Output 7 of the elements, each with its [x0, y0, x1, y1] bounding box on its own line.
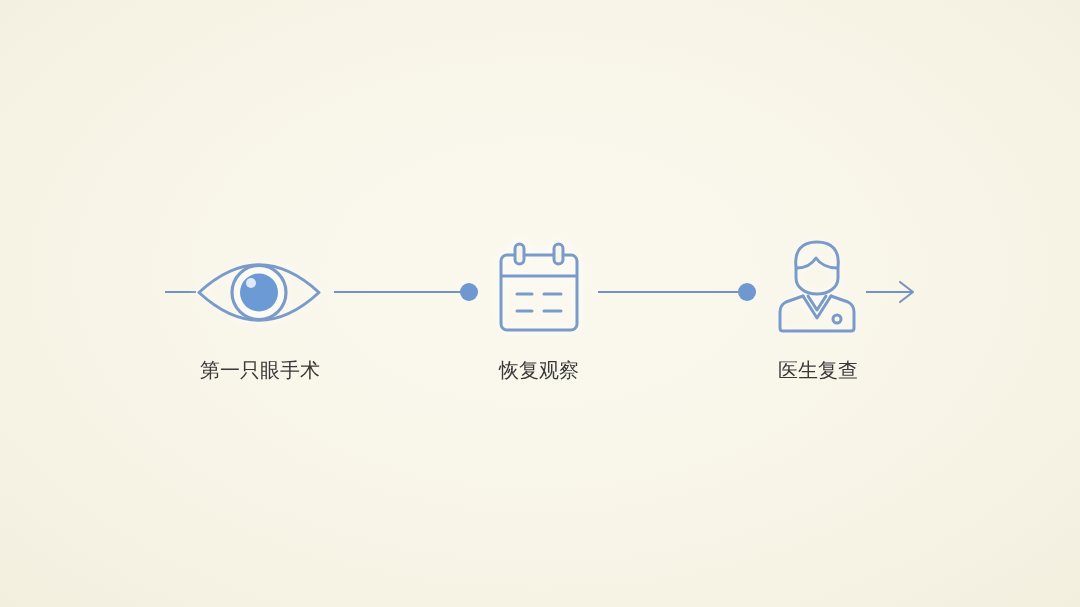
step-label: 恢复观察 — [499, 358, 579, 382]
dot-connector — [597, 283, 757, 301]
connector-line — [164, 291, 197, 293]
step-label: 医生复查 — [778, 358, 858, 382]
dot-connector — [333, 283, 479, 301]
step-label: 第一只眼手术 — [200, 358, 320, 382]
arrow — [865, 281, 914, 303]
